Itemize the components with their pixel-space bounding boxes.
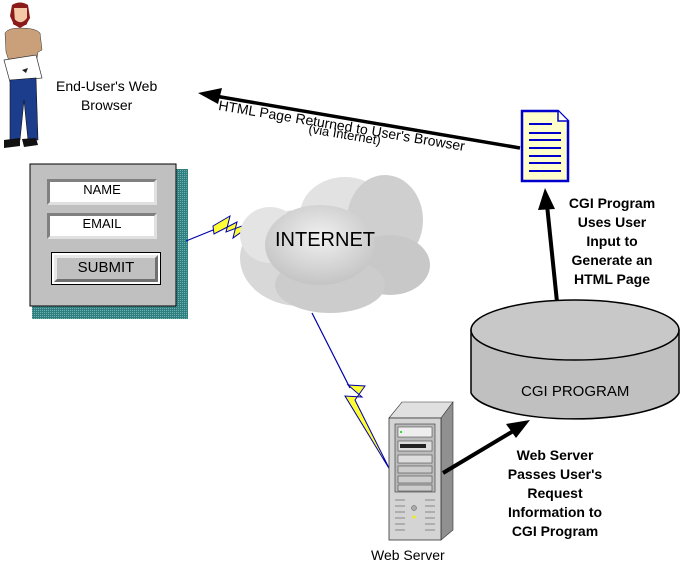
server-pass-line: Request — [527, 485, 583, 501]
submit-button[interactable]: SUBMIT — [51, 252, 161, 285]
cgi-generate-line: Input to — [586, 233, 638, 249]
return-arrow — [198, 88, 521, 150]
generate-arrow — [538, 188, 559, 303]
internet-cloud-icon — [240, 175, 430, 313]
cgi-generate-line: Generate an — [571, 252, 653, 268]
cgi-program-cylinder — [470, 299, 680, 420]
name-field[interactable]: NAME — [47, 179, 157, 205]
server-pass-label: Web Server Passes User's Request Informa… — [495, 446, 615, 541]
server-pass-line: Information to — [507, 504, 603, 520]
end-user-label: End-User's Web Browser — [56, 77, 157, 115]
html-document-icon — [520, 109, 570, 183]
cgi-generate-line: CGI Program — [568, 195, 656, 211]
cgi-generate-label: CGI Program Uses User Input to Generate … — [562, 194, 662, 289]
submit-button-label: SUBMIT — [54, 255, 158, 282]
server-pass-line: Web Server — [516, 447, 594, 463]
server-pass-line: CGI Program — [511, 523, 599, 539]
lightning-bolt-down-icon — [311, 312, 391, 471]
end-user-figure-icon — [3, 2, 43, 148]
end-user-label-line2: Browser — [80, 97, 133, 113]
cgi-generate-line: Uses User — [577, 214, 647, 230]
cgi-generate-line: HTML Page — [574, 271, 650, 287]
web-server-label: Web Server — [371, 547, 445, 563]
cgi-program-label: CGI PROGRAM — [521, 383, 630, 400]
server-pass-line: Passes User's — [507, 466, 603, 482]
end-user-label-line1: End-User's Web — [56, 78, 158, 94]
pass-request-arrow — [441, 420, 530, 475]
web-server-icon — [388, 401, 454, 541]
email-field[interactable]: EMAIL — [47, 213, 157, 239]
internet-label: INTERNET — [275, 229, 375, 251]
